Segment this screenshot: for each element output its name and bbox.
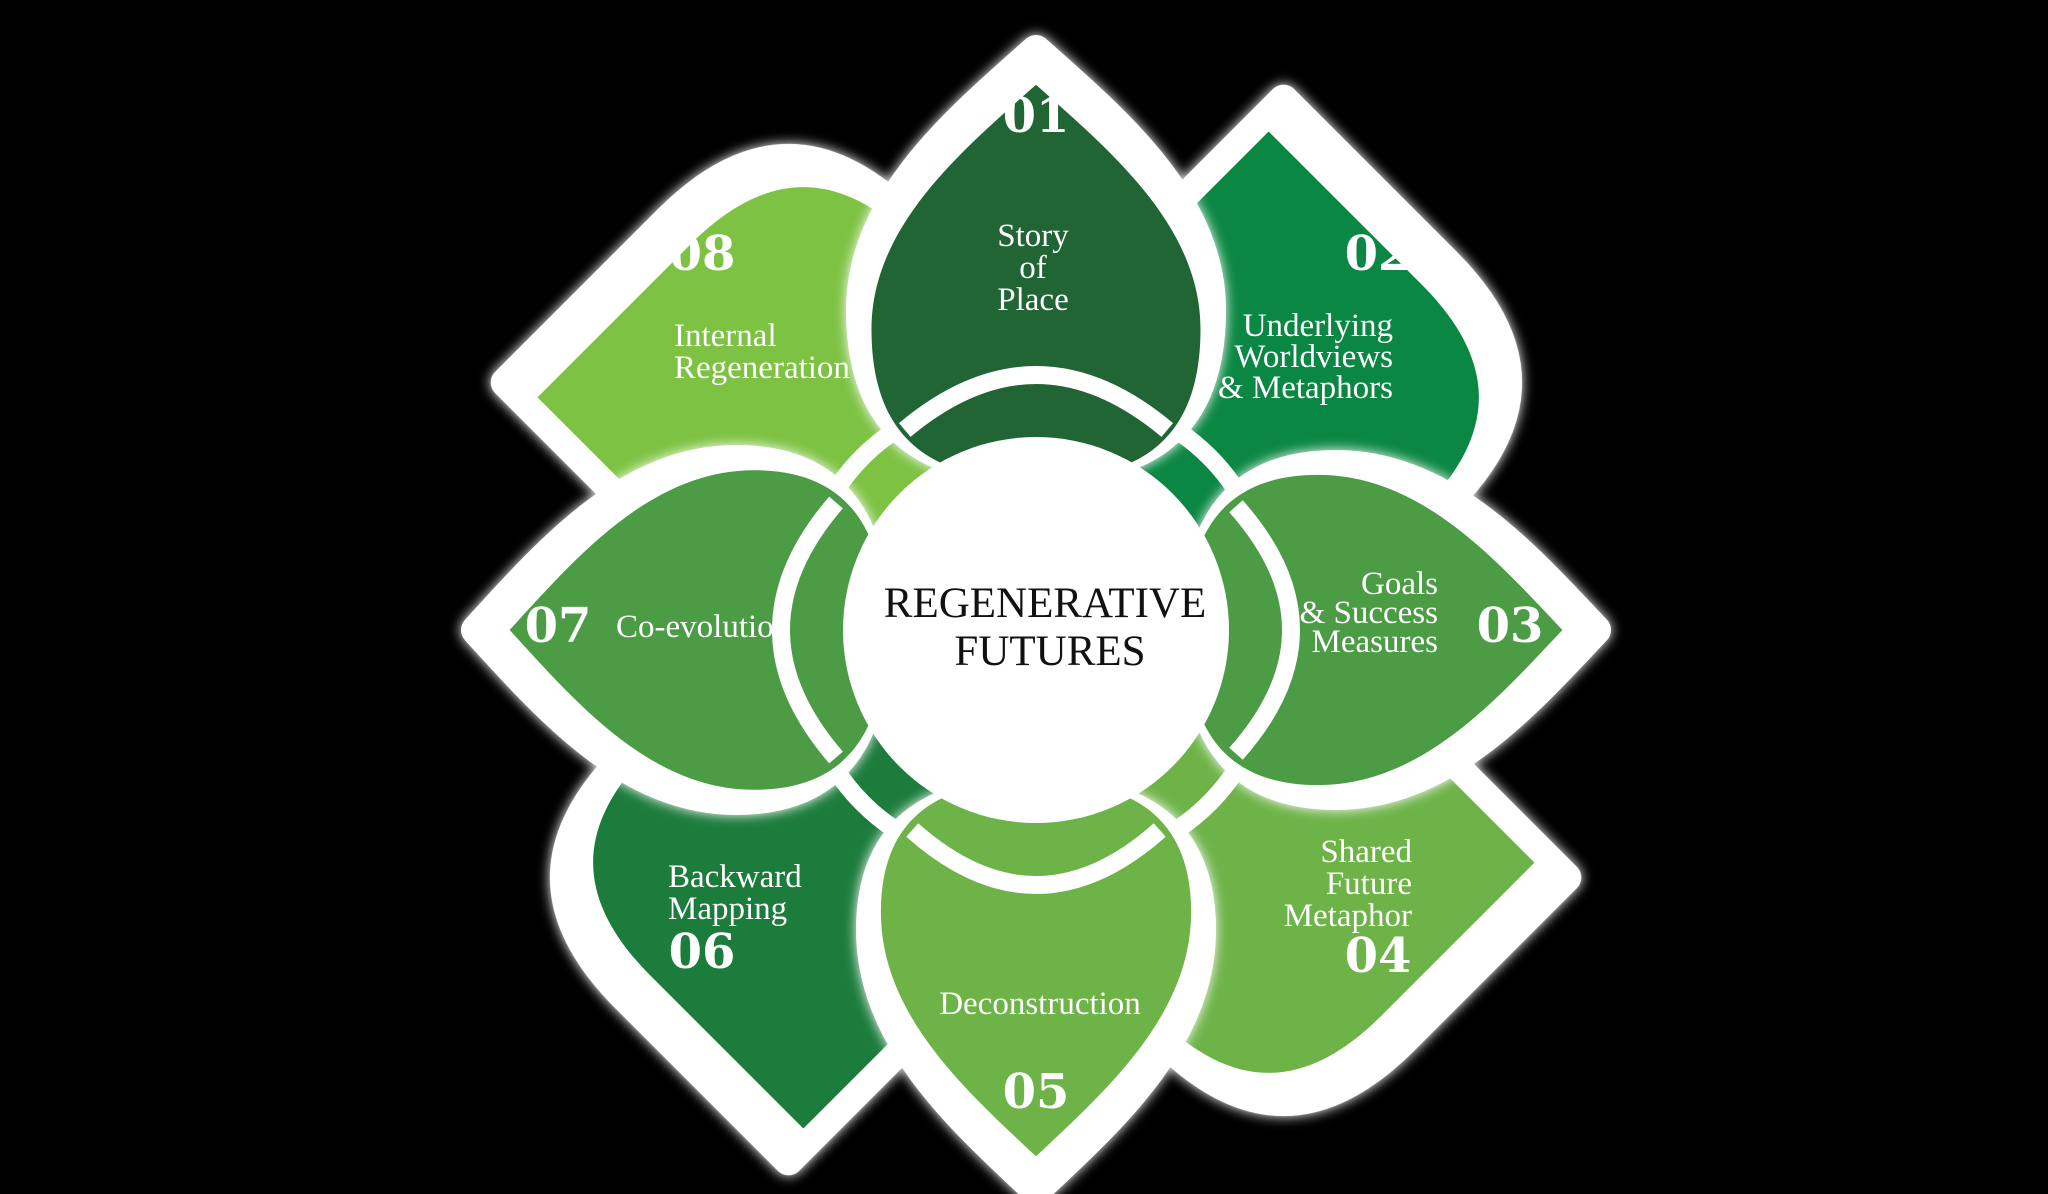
- flower: [461, 35, 1611, 1194]
- center-title-line-2: FUTURES: [954, 628, 1145, 675]
- petal-04-label-line-1: Shared: [1320, 834, 1412, 870]
- petal-05-label-line-1: Deconstruction: [939, 986, 1141, 1022]
- petal-01-arc: [898, 366, 1174, 437]
- petal-08-label-line-2: Regeneration: [674, 350, 850, 386]
- petal-04-number: 04: [1345, 928, 1412, 984]
- petal-05: [856, 775, 1216, 1194]
- petal-06-label-line-2: Mapping: [668, 891, 787, 927]
- petal-01-label-line-1: Story: [997, 218, 1069, 254]
- petal-05-number: 05: [1003, 1064, 1070, 1120]
- petal-07-label-line-1: Co-evolution: [616, 609, 790, 645]
- petal-01-label-line-3: Place: [997, 282, 1068, 318]
- petal-03-number: 03: [1477, 598, 1544, 654]
- petal-01: [846, 35, 1226, 485]
- petal-02-label-line-3: & Metaphors: [1218, 370, 1393, 406]
- petal-05-arc: [906, 823, 1166, 894]
- petal-02-label-line-2: Worldviews: [1234, 339, 1393, 375]
- petal-04-label-line-2: Future: [1326, 866, 1412, 902]
- petal-08-number: 08: [669, 226, 736, 282]
- petal-01-label-line-2: of: [1019, 250, 1047, 286]
- center-title-line-1: REGENERATIVE: [884, 580, 1206, 627]
- petal-06-label-line-1: Backward: [668, 859, 802, 895]
- center-circle: [843, 437, 1229, 823]
- petal-07-arc: [772, 496, 843, 764]
- petal-07-number: 07: [525, 598, 592, 654]
- petal-01-number: 01: [1003, 88, 1070, 144]
- petal-07-fill: [509, 470, 886, 790]
- petal-05-fill: [880, 780, 1192, 1157]
- petal-08-label-line-1: Internal: [674, 318, 777, 354]
- petal-04-label-line-3: Metaphor: [1284, 898, 1412, 934]
- petal-03-arc: [1229, 500, 1300, 760]
- petal-03-label-line-3: Measures: [1312, 624, 1438, 660]
- petal-01-fill: [871, 84, 1201, 480]
- petal-03-label-line-1: Goals: [1361, 566, 1438, 602]
- petal-06-number: 06: [669, 924, 736, 980]
- petal-07: [461, 445, 891, 815]
- petal-02-number: 02: [1345, 226, 1412, 282]
- petal-03-fill: [1186, 474, 1563, 786]
- petal-03-label-line-2: & Success: [1300, 595, 1438, 631]
- petal-03: [1181, 450, 1611, 810]
- petal-02-label-line-1: Underlying: [1243, 308, 1393, 344]
